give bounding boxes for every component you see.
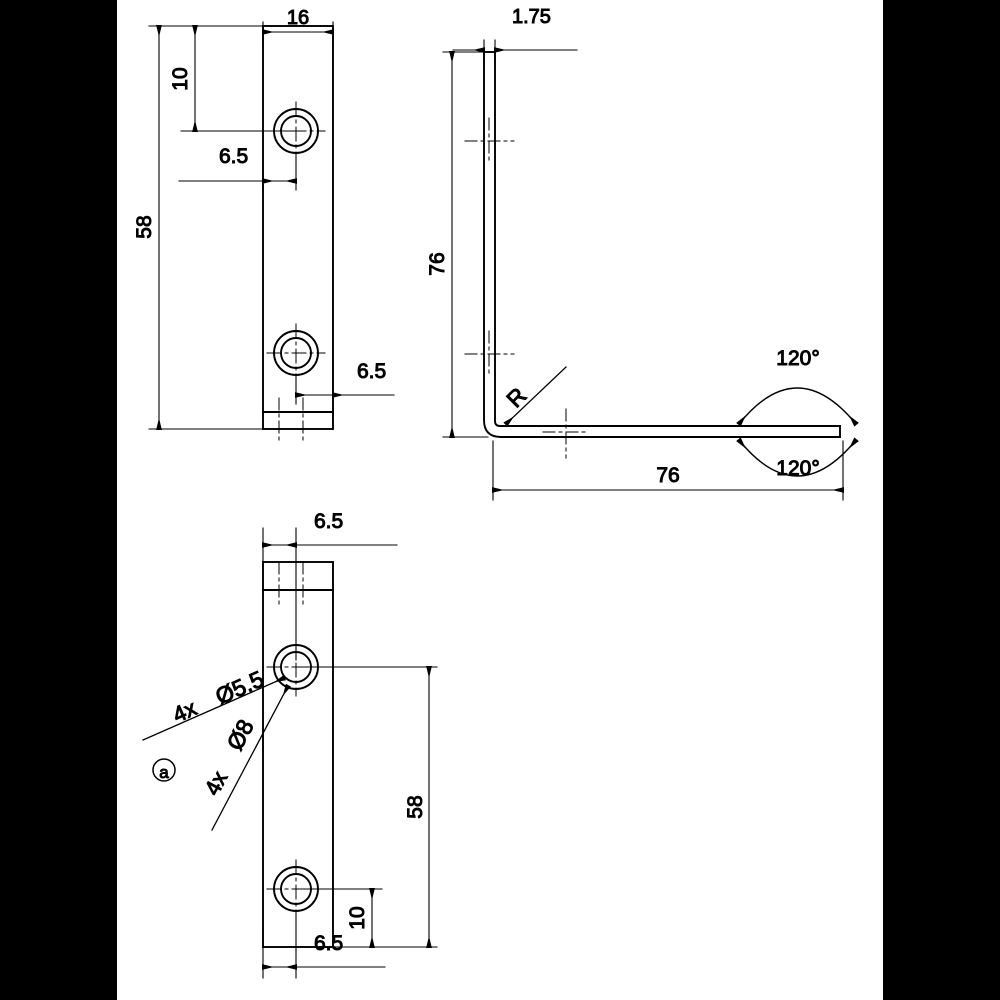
front-view-plate-outline (262, 25, 334, 430)
side-view-dim-vertical-leg-label: 76 (426, 252, 449, 275)
bottom-view-callout-counterbore-value: Ø5.5 (211, 666, 267, 710)
side-view-dim-thickness-label: 1.75 (512, 6, 551, 28)
bottom-view-strip-centerlines (278, 561, 304, 606)
bottom-view-callout-through-hole-count: 4x (199, 767, 232, 799)
front-view-dim-hole-edge-label: 10 (169, 67, 192, 90)
front-view-dim-height-label: 58 (133, 215, 156, 238)
bottom-view-dim-hole-offset-top (262, 527, 398, 661)
side-view-dim-vertical-leg (442, 51, 489, 438)
bottom-view-callout-through-hole-value: Ø8 (221, 715, 258, 754)
front-view-dim-height (148, 25, 268, 430)
front-view-dim-hole-offset-top (178, 154, 297, 191)
side-view-angle-upper-label: 120° (776, 347, 819, 370)
side-view-angle-lower-label: 120° (776, 457, 819, 480)
front-view-dim-hole-offset-top-label: 6.5 (219, 145, 248, 168)
bottom-view: 6.5 58 10 6.5 4x Ø5.5 (142, 510, 438, 979)
side-view-L-profile (483, 51, 841, 438)
front-view: 16 58 10 6.5 6.5 (133, 7, 395, 445)
bottom-view-dim-height-label: 58 (404, 795, 427, 818)
bottom-view-dim-height (295, 666, 438, 948)
bottom-view-dim-hole-edge-label: 10 (346, 906, 369, 929)
side-view-radius-label: R (501, 382, 531, 412)
side-view-angle-lower (736, 437, 859, 477)
front-view-dim-width-label: 16 (287, 7, 309, 29)
side-view-dim-horizontal-leg (492, 440, 844, 501)
side-view-angle-upper (736, 387, 859, 427)
side-view-dim-thickness (452, 39, 578, 63)
side-view-centerlines (464, 117, 590, 459)
bottom-view-dim-hole-offset-top-label: 6.5 (314, 510, 343, 533)
bottom-view-dim-hole-offset-bottom-label: 6.5 (314, 932, 343, 955)
technical-drawing-canvas: 16 58 10 6.5 6.5 (133, 6, 859, 979)
front-view-dim-width (262, 21, 334, 51)
front-view-dim-hole-offset-bottom (295, 359, 395, 404)
front-view-hole-bottom (266, 323, 326, 383)
front-view-dim-hole-offset-bottom-label: 6.5 (357, 360, 386, 383)
bottom-view-callout-counterbore-count: 4x (169, 695, 200, 727)
bottom-view-balloon-a (152, 758, 176, 782)
bottom-view-callout-through-hole-leader (211, 683, 292, 831)
bottom-view-dim-hole-offset-bottom (262, 909, 386, 979)
drawing-paper: 16 58 10 6.5 6.5 (117, 0, 883, 1000)
bottom-view-callout-counterbore-leader (142, 674, 287, 741)
front-view-dim-hole-edge (180, 25, 294, 132)
front-view-strip-centerlines (278, 397, 304, 445)
side-view: 1.75 76 R 76 120° 120° (426, 6, 859, 501)
bottom-view-balloon-a-label: a (159, 763, 169, 782)
side-view-dim-horizontal-leg-label: 76 (656, 464, 679, 487)
side-view-radius-leader (503, 366, 567, 427)
bottom-view-dim-hole-edge (295, 888, 383, 948)
